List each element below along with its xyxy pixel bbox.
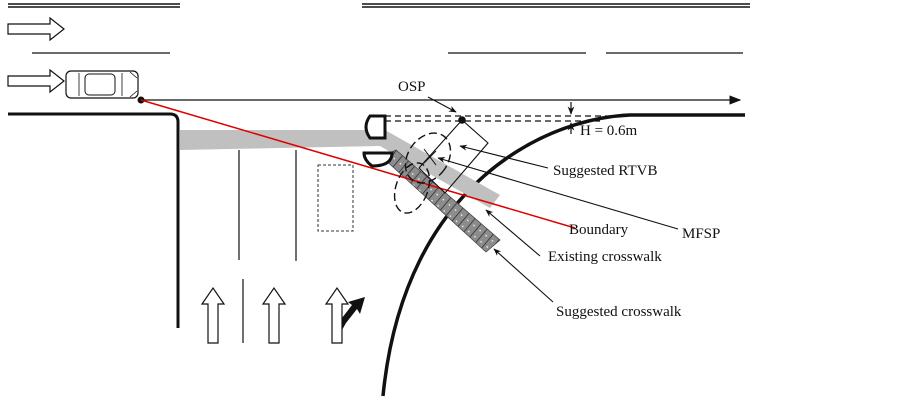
arrow-right-outline-icon [7,68,65,94]
curb-right-corner [381,113,745,397]
road-edge-top [8,3,750,8]
arrow-up-outline-icon [261,286,287,344]
mfsp-zone-lower [393,162,431,214]
arrow-right-outline-icon [7,16,65,42]
existing-crosswalk-label: Existing crosswalk [548,249,662,265]
osp-leader [427,96,457,113]
h-value-label: H = 0.6m [580,123,638,139]
refuge-island-lower [362,151,394,168]
mfsp-leader [437,157,679,230]
boundary-line [140,99,576,229]
rtvb-leader [459,144,549,169]
existing-crosswalk [180,130,500,208]
mfsp-label: MFSP [682,226,720,242]
boundary-label: Boundary [569,222,629,238]
suggested-rtvb-label: Suggested RTVB [553,163,658,179]
arrow-up-right-turn-icon [342,297,365,330]
suggested-rtvb-box [418,119,489,194]
arrow-up-outline-icon [324,286,350,344]
existing-crosswalk-leader [485,209,541,257]
car-icon [65,70,139,99]
arrow-up-outline-icon [200,286,226,344]
mfsp-zone [404,132,452,184]
curb-left [8,112,180,328]
approach-lane-lines [238,150,297,343]
suggested-crosswalk-leader [493,248,554,303]
refuge-island-upper [364,114,387,140]
stop-zone-dashed [317,164,354,232]
suggested-crosswalk-label: Suggested crosswalk [556,304,682,320]
osp-label: OSP [398,79,426,95]
mfsp-cross [423,150,437,164]
